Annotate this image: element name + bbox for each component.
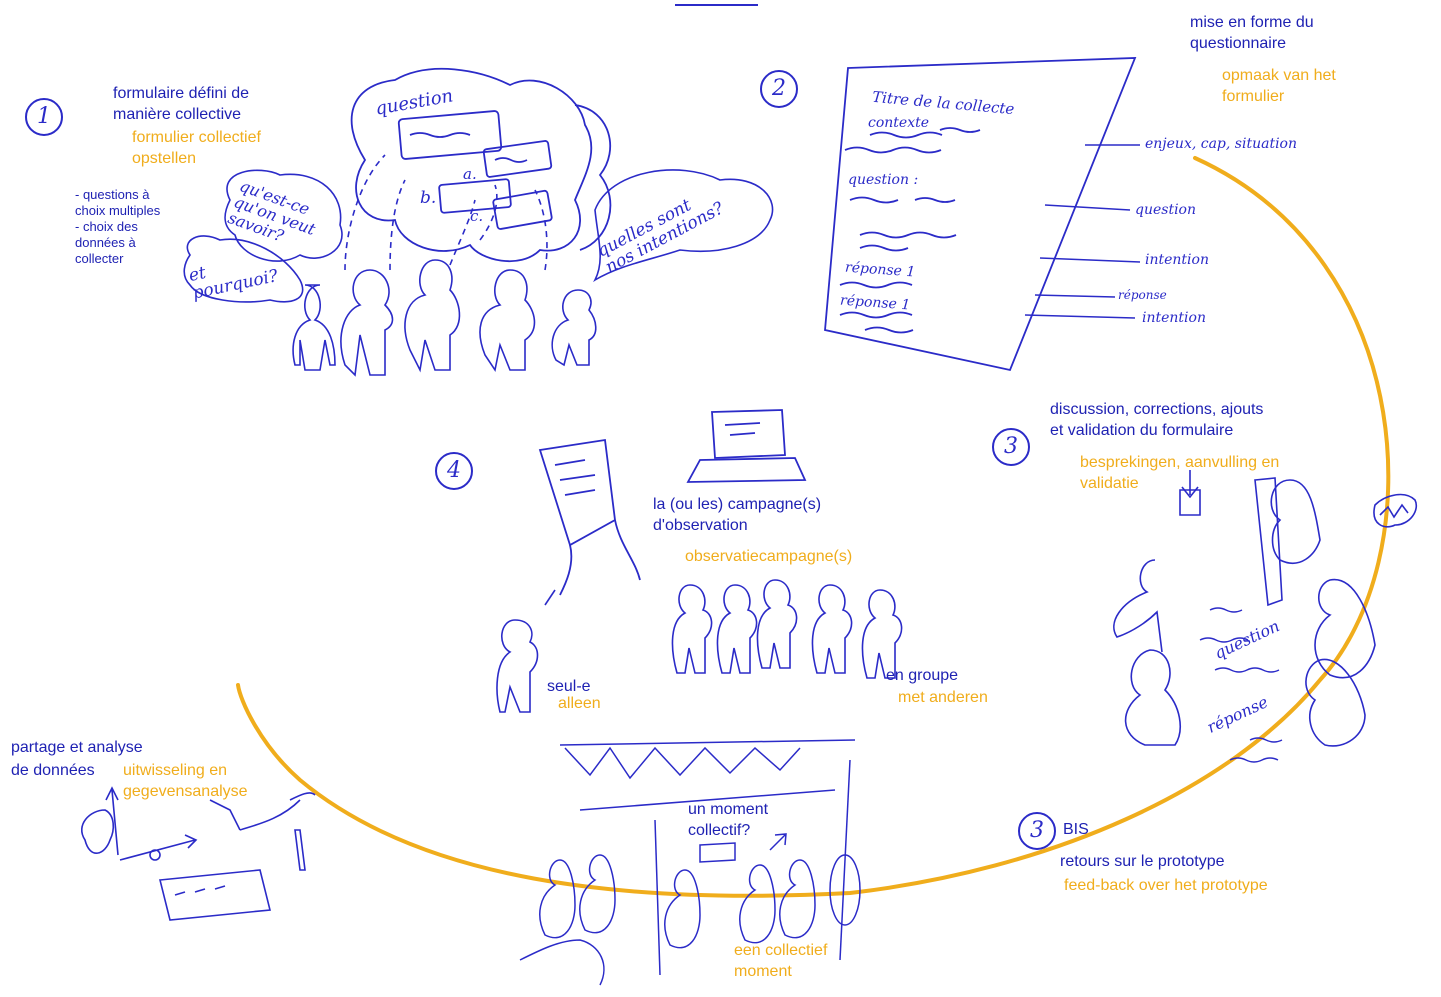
form-question: question : <box>848 172 919 188</box>
moment-fr: un moment collectif? <box>688 801 769 839</box>
data-sharing-fr-line2: de données <box>11 762 95 779</box>
step3-group-drawing <box>1113 470 1417 747</box>
step4-phone <box>538 438 641 596</box>
step1-title-nl: formulier collectief opstellen <box>132 129 261 167</box>
step3-title-fr: discussion, corrections, ajouts et valid… <box>1050 401 1264 439</box>
step1-title-fr: formulaire défini de manière collective <box>113 85 250 123</box>
bubble-option-c: c. <box>470 207 484 225</box>
step3bis-title-fr: retours sur le prototype <box>1060 853 1225 870</box>
step4-title-nl: observatiecampagne(s) <box>685 548 853 565</box>
step2-form-sheet <box>824 57 1137 372</box>
step4-people <box>496 579 903 713</box>
orange-cycle-arc <box>236 156 1391 898</box>
step2-title-fr: mise en forme du questionnaire <box>1190 14 1314 52</box>
step1-speech-bubbles <box>183 169 774 303</box>
moment-arrows <box>769 833 787 851</box>
step1-people <box>292 259 597 377</box>
annot-question: question <box>1135 202 1196 218</box>
step3bis-suffix: BIS <box>1063 821 1089 838</box>
bubble-option-b: b. <box>420 188 437 208</box>
step1-notes: - questions à choix multiples - choix de… <box>75 187 161 266</box>
step2-annotation-lines <box>1024 144 1141 319</box>
step3-number: 3 <box>992 428 1030 466</box>
data-sharing-fr-line1: partage et analyse <box>11 739 143 756</box>
step2-number: 2 <box>760 70 798 108</box>
data-sharing-drawing <box>81 786 316 921</box>
step1-form-boxes <box>397 110 553 230</box>
group-nl: met anderen <box>898 689 988 706</box>
alone-fr: seul-e <box>547 678 591 695</box>
bubble-option-a: a. <box>463 165 477 183</box>
data-sharing-nl: uitwisseling en gegevensanalyse <box>123 762 248 800</box>
annot-intention-2: intention <box>1142 310 1206 326</box>
step3-wavy-lines <box>1199 607 1283 763</box>
step4-number: 4 <box>435 452 473 490</box>
group-fr: en groupe <box>886 667 959 684</box>
step4-laptop <box>686 409 807 483</box>
step3-title-nl: besprekingen, aanvulling en validatie <box>1080 454 1280 492</box>
step1-arrows <box>344 154 548 271</box>
moment-nl: een collectief moment <box>734 942 828 980</box>
form-context: contexte <box>868 115 930 131</box>
step4-title-fr: la (ou les) campagne(s) d'observation <box>653 496 822 534</box>
collective-moment-drawing <box>519 739 861 986</box>
step3bis-number: 3 <box>1018 812 1056 850</box>
step2-title-nl: opmaak van het formulier <box>1222 67 1336 105</box>
step1-cloud <box>350 67 612 263</box>
step3bis-title-nl: feed-back over het prototype <box>1064 877 1268 894</box>
annot-intention-1: intention <box>1145 252 1209 268</box>
annot-reponse: réponse <box>1118 288 1167 302</box>
step1-number: 1 <box>25 98 63 136</box>
annot-enjeux: enjeux, cap, situation <box>1145 136 1297 152</box>
alone-nl: alleen <box>558 695 601 712</box>
